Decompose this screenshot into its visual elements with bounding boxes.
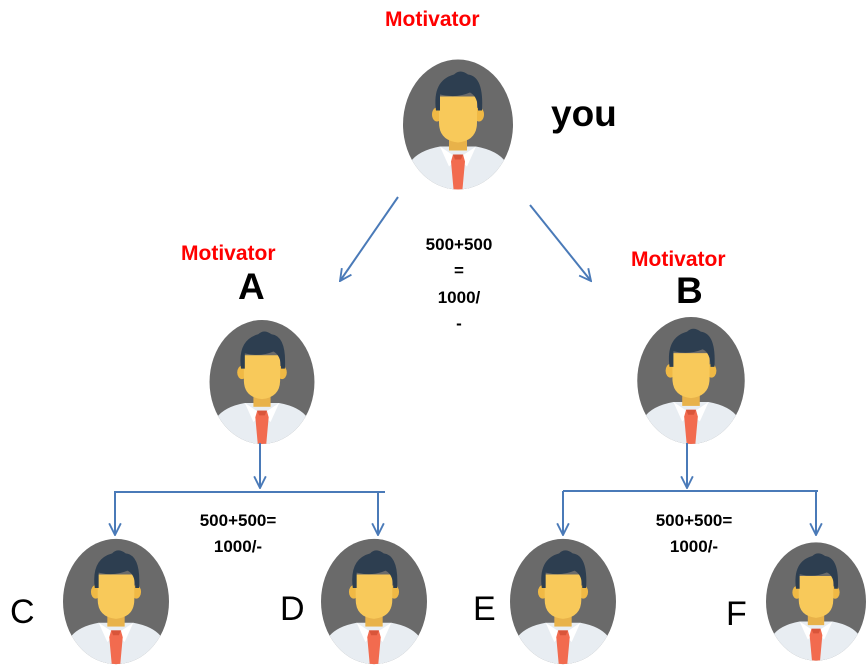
letter-d: D — [280, 590, 305, 628]
right-motivator-label: Motivator — [631, 248, 726, 271]
avatar-e — [510, 539, 616, 666]
avatar-you — [403, 60, 513, 195]
avatar-d — [321, 539, 427, 666]
arrow-you-to-a — [340, 196, 399, 281]
level1-sum-line-4: - — [456, 314, 462, 334]
avatar-b — [637, 317, 744, 449]
letter-e: E — [473, 590, 496, 628]
top-motivator-label: Motivator — [385, 8, 480, 31]
avatar-c — [63, 539, 169, 666]
avatar-f — [766, 542, 866, 665]
letter-a: A — [238, 266, 265, 307]
avatar-a — [210, 320, 315, 449]
arrow-you-to-b — [529, 204, 591, 281]
level1-sum-label: 500+500 = 1000/ - — [413, 232, 505, 337]
level1-sum-line-1: 500+500 — [425, 235, 493, 254]
you-label: you — [551, 93, 617, 134]
right-sum-line-2: 1000/- — [669, 537, 719, 557]
left-sum-label: 500+500= 1000/- — [180, 508, 296, 561]
left-sum-line-1: 500+500= — [199, 511, 277, 530]
right-sum-line-1: 500+500= — [655, 511, 733, 530]
letter-b: B — [676, 270, 703, 311]
right-sum-label: 500+500= 1000/- — [636, 508, 752, 561]
left-motivator-label: Motivator — [181, 242, 276, 265]
letter-c: C — [10, 593, 35, 631]
level1-sum-line-3: 1000/ — [437, 287, 481, 307]
letter-f: F — [726, 595, 747, 633]
level1-sum-line-2: = — [454, 261, 464, 281]
left-sum-line-2: 1000/- — [213, 537, 263, 557]
